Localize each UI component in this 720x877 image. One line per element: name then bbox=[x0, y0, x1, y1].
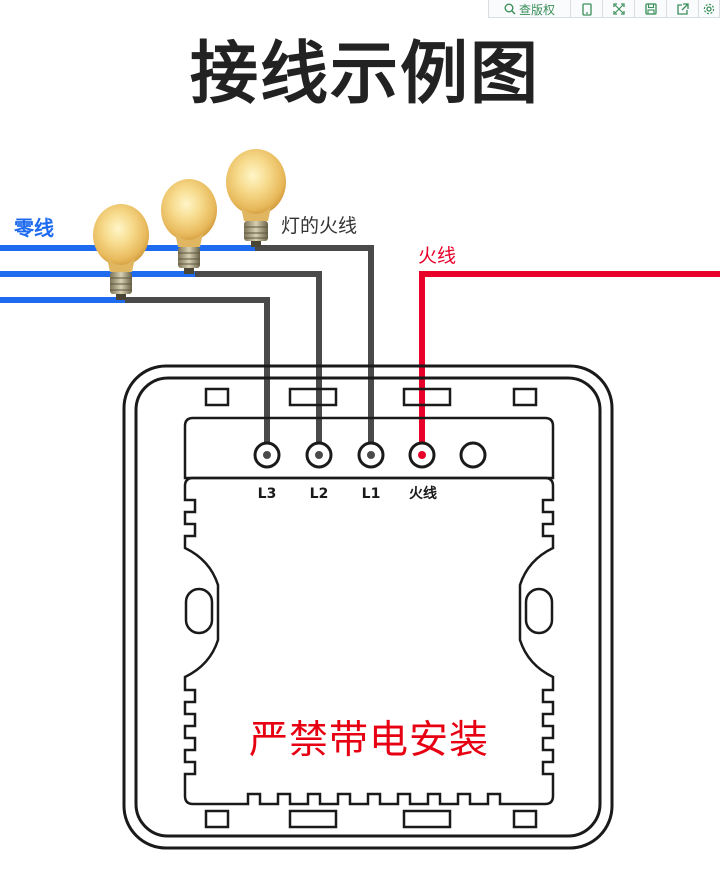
search-icon bbox=[504, 3, 516, 15]
save-button[interactable] bbox=[635, 0, 667, 18]
neutral-label: 零线 bbox=[13, 216, 54, 240]
view-rights-button[interactable]: 查版权 bbox=[489, 0, 571, 18]
settings-button[interactable] bbox=[699, 0, 719, 18]
lamp-wire-l2 bbox=[195, 271, 322, 455]
view-rights-label: 查版权 bbox=[518, 2, 555, 17]
lamp-live-wires bbox=[125, 245, 374, 455]
screw-hole-left bbox=[184, 587, 214, 635]
slot bbox=[402, 387, 452, 407]
wire-ends bbox=[263, 451, 426, 459]
lamp-wire-l3 bbox=[125, 297, 270, 455]
tablet-icon bbox=[581, 2, 592, 16]
slot bbox=[204, 809, 230, 829]
slot bbox=[204, 387, 230, 407]
slot bbox=[288, 809, 338, 829]
terminal-label-l1: L1 bbox=[362, 486, 381, 502]
bulb-1 bbox=[226, 149, 286, 247]
tablet-button[interactable] bbox=[571, 0, 603, 18]
save-icon bbox=[644, 3, 657, 15]
plate-inner-frame bbox=[134, 376, 602, 838]
lamp-wire-l1 bbox=[255, 245, 374, 455]
screw-hole-right bbox=[524, 587, 554, 635]
terminal-housing bbox=[183, 416, 555, 480]
fullscreen-icon bbox=[612, 3, 625, 15]
plate-outer-frame bbox=[122, 364, 614, 850]
switch-plate bbox=[122, 364, 614, 850]
toolbar: 查版权 bbox=[488, 0, 720, 18]
slot bbox=[512, 809, 538, 829]
bulb-2 bbox=[161, 179, 217, 274]
slot bbox=[402, 809, 452, 829]
terminal-label-live: 火线 bbox=[409, 485, 437, 502]
share-button[interactable] bbox=[667, 0, 699, 18]
fullscreen-button[interactable] bbox=[603, 0, 635, 18]
slot bbox=[512, 387, 538, 407]
live-label: 火线 bbox=[418, 245, 456, 267]
mechanism-outline bbox=[183, 476, 555, 806]
share-icon bbox=[676, 3, 689, 15]
terminal-label-l2: L2 bbox=[310, 486, 329, 502]
bulb-3 bbox=[93, 204, 149, 300]
settings-icon bbox=[703, 3, 715, 15]
slot bbox=[288, 387, 338, 407]
warning-text: 严禁带电安装 bbox=[249, 718, 489, 763]
terminal-labels: L3 L2 L1 火线 bbox=[258, 485, 437, 502]
terminal-spare bbox=[459, 441, 487, 469]
live-wire bbox=[419, 271, 720, 455]
lamp-live-label: 灯的火线 bbox=[281, 215, 357, 237]
terminal-label-l3: L3 bbox=[258, 486, 277, 502]
page-title: 接线示例图 bbox=[189, 35, 540, 114]
